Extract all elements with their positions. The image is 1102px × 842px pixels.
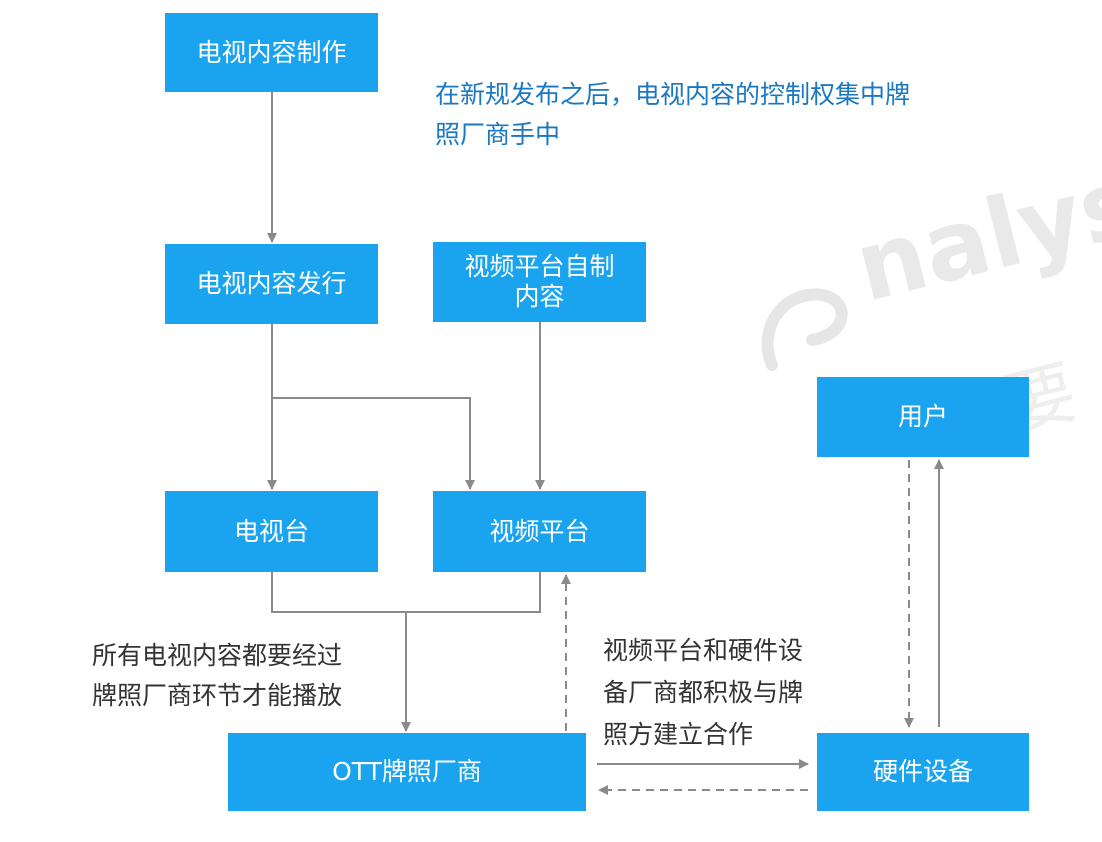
- license-note-line2: 牌照厂商环节才能播放: [92, 681, 343, 710]
- policy-note-line1: 在新规发布之后，电视内容的控制权集中牌: [435, 80, 911, 109]
- merge-bracket: [271, 572, 541, 613]
- node-label: 电视内容制作: [196, 37, 347, 67]
- node-tv-station: 电视台: [165, 491, 378, 572]
- cooperation-note-line2: 备厂商都积极与牌: [603, 678, 804, 707]
- node-ott-licensee: OTT牌照厂商: [228, 733, 586, 811]
- node-label: 硬件设备: [872, 757, 973, 786]
- node-video-platform: 视频平台: [433, 491, 646, 572]
- node-tv-content-distribution: 电视内容发行: [165, 244, 378, 324]
- node-label: OTT牌照厂商: [332, 757, 482, 786]
- cooperation-note-line3: 照方建立合作: [603, 720, 754, 749]
- watermark-swirl-icon: [752, 270, 862, 380]
- cooperation-note: 视频平台和硬件设 备厂商都积极与牌 照方建立合作: [603, 630, 863, 756]
- node-tv-content-production: 电视内容制作: [165, 13, 378, 92]
- cooperation-note-line1: 视频平台和硬件设: [603, 636, 804, 665]
- node-label: 电视内容发行: [196, 269, 347, 298]
- policy-note-line2: 照厂商手中: [435, 120, 561, 149]
- license-note-line1: 所有电视内容都要经过: [92, 641, 343, 670]
- node-label-line1: 视频平台自制: [464, 252, 615, 281]
- node-label-line2: 内容: [514, 282, 565, 311]
- node-user: 用户: [817, 377, 1029, 457]
- node-label: 用户: [897, 402, 948, 431]
- policy-note: 在新规发布之后，电视内容的控制权集中牌 照厂商手中: [435, 75, 1055, 155]
- arrow-distribution-to-video-platform: [272, 397, 475, 490]
- node-label: 视频平台: [489, 516, 590, 546]
- license-note: 所有电视内容都要经过 牌照厂商环节才能播放: [92, 636, 412, 716]
- node-video-platform-original: 视频平台自制 内容: [433, 242, 646, 322]
- node-hardware-device: 硬件设备: [817, 733, 1029, 811]
- node-label: 电视台: [233, 516, 309, 546]
